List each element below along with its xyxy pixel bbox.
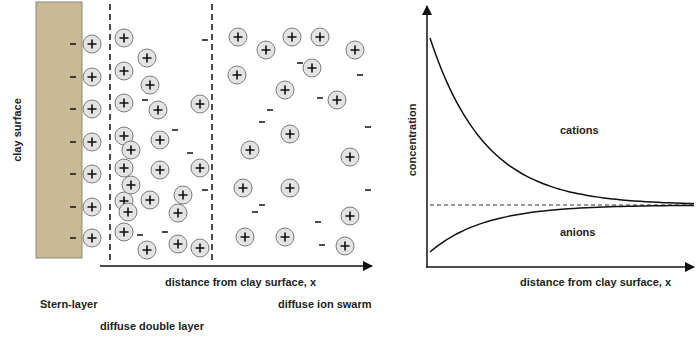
cation-curve	[430, 38, 694, 204]
cation-symbol	[151, 161, 169, 179]
anion-symbol	[252, 211, 258, 213]
distance-axis	[100, 265, 372, 267]
cation-symbol	[83, 198, 101, 216]
anion-symbol	[315, 221, 321, 223]
anion-symbol	[259, 204, 265, 206]
anion-symbol	[70, 141, 76, 143]
cation-symbol	[138, 241, 156, 259]
anion-symbol	[317, 97, 323, 99]
anion-symbol	[70, 76, 76, 78]
anion-symbol	[365, 189, 371, 191]
cation-symbol	[122, 176, 140, 194]
anion-symbol	[70, 206, 76, 208]
cation-symbol	[311, 28, 329, 46]
cation-symbol	[169, 235, 187, 253]
anion-symbol	[187, 152, 193, 154]
cation-symbol	[115, 62, 133, 80]
cation-symbol	[257, 41, 275, 59]
cation-symbol	[83, 68, 101, 86]
cation-symbol	[83, 165, 101, 183]
cation-symbol	[281, 179, 299, 197]
curve-label: cations	[560, 124, 599, 137]
curve-label: anions	[560, 226, 595, 239]
axis-label: concentration	[406, 104, 419, 177]
cation-symbol	[281, 125, 299, 143]
cation-symbol	[119, 203, 137, 221]
layer-boundary	[109, 4, 111, 260]
clay-block	[36, 2, 82, 258]
anion-symbol	[162, 231, 168, 233]
x-axis	[426, 266, 694, 268]
anion-symbols	[70, 40, 371, 245]
cation-symbol	[169, 204, 187, 222]
cation-symbol	[341, 207, 359, 225]
cation-symbol	[83, 229, 101, 247]
anion-symbol	[365, 126, 371, 128]
y-axis	[426, 6, 428, 267]
cation-symbol	[149, 101, 167, 119]
cation-symbol	[228, 66, 246, 84]
zone-label: Stern-layer	[40, 298, 97, 311]
cation-symbol	[115, 223, 133, 241]
cation-symbol	[236, 228, 254, 246]
cation-symbol	[336, 237, 354, 255]
axis-label: distance from clay surface, x	[520, 276, 671, 289]
axis-label: clay surface	[11, 98, 24, 162]
cation-symbol	[283, 28, 301, 46]
cation-symbol	[141, 191, 159, 209]
cation-symbol	[346, 41, 364, 59]
anion-symbol	[70, 108, 76, 110]
cation-symbols	[83, 28, 364, 259]
cation-symbol	[83, 35, 101, 53]
cation-symbol	[341, 148, 359, 166]
anion-symbol	[70, 43, 76, 45]
zone-label: diffuse ion swarm	[278, 298, 372, 311]
cation-symbol	[115, 94, 133, 112]
cation-symbol	[191, 159, 209, 177]
anion-symbol	[137, 234, 143, 236]
anion-symbol	[202, 39, 208, 41]
cation-symbol	[174, 186, 192, 204]
cation-symbol	[122, 141, 140, 159]
cation-symbol	[141, 76, 159, 94]
anion-symbol	[319, 244, 325, 246]
anion-curve	[430, 205, 694, 252]
cation-symbol	[151, 131, 169, 149]
axis-label: distance from clay surface, x	[165, 276, 316, 289]
cation-symbol	[276, 81, 294, 99]
anion-symbol	[297, 62, 303, 64]
anion-symbol	[357, 74, 363, 76]
anion-symbol	[70, 173, 76, 175]
layer-boundary	[211, 4, 213, 260]
anion-symbol	[259, 121, 265, 123]
cation-symbol	[328, 91, 346, 109]
cation-symbol	[229, 28, 247, 46]
anion-symbol	[267, 109, 273, 111]
cation-symbol	[191, 239, 209, 257]
cation-symbol	[115, 29, 133, 47]
anion-symbol	[202, 189, 208, 191]
cation-symbol	[115, 159, 133, 177]
cation-symbol	[241, 141, 259, 159]
cation-symbol	[276, 228, 294, 246]
cation-symbol	[138, 49, 156, 67]
anion-symbol	[172, 129, 178, 131]
cation-symbol	[303, 59, 321, 77]
zone-label: diffuse double layer	[100, 320, 204, 333]
cation-symbol	[83, 100, 101, 118]
cation-symbol	[83, 133, 101, 151]
anion-symbol	[70, 237, 76, 239]
anion-symbol	[142, 99, 148, 101]
cation-symbol	[191, 95, 209, 113]
cation-symbol	[234, 179, 252, 197]
